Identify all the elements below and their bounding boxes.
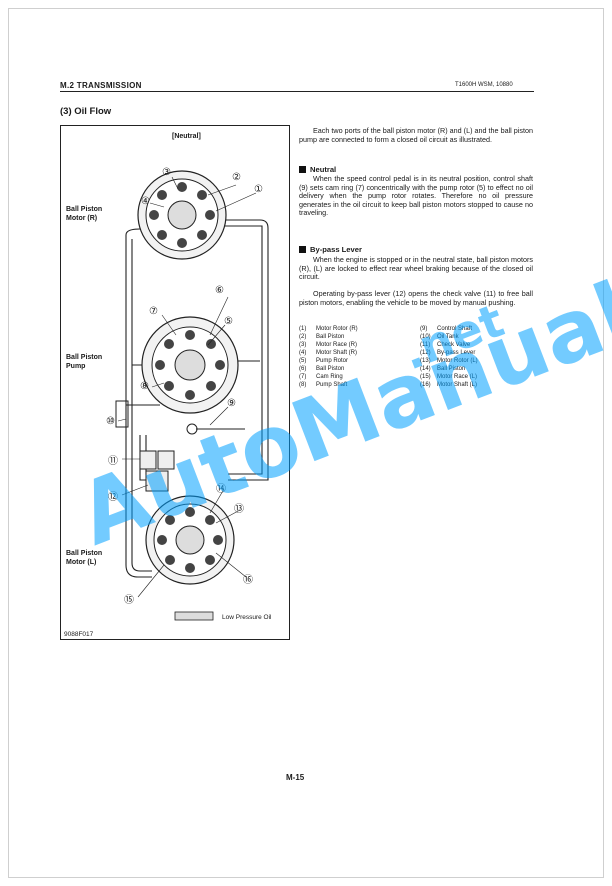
motor-r-group bbox=[137, 170, 227, 260]
callout-4: ④ bbox=[141, 196, 150, 207]
callout-8: ⑧ bbox=[140, 381, 149, 392]
part-item: (15)Motor Race (L) bbox=[420, 374, 478, 380]
bullet-icon bbox=[299, 166, 306, 173]
section-title: (3) Oil Flow bbox=[60, 106, 112, 117]
part-item: (2)Ball Piston bbox=[299, 334, 345, 340]
motor-l-group bbox=[145, 495, 235, 585]
part-item: (5)Pump Rotor bbox=[299, 358, 349, 364]
callout-7: ⑦ bbox=[149, 306, 158, 317]
intro-paragraph: Each two ports of the ball piston motor … bbox=[299, 126, 533, 144]
part-item: (4)Motor Shaft (R) bbox=[299, 350, 358, 356]
part-item: (14)Ball Piston bbox=[420, 366, 466, 372]
legend-swatch bbox=[174, 611, 214, 621]
figure-frame bbox=[60, 125, 290, 640]
figure-code: 9088F017 bbox=[64, 631, 94, 638]
callout-11: ⑪ bbox=[108, 456, 118, 467]
part-item: (12)By-pass Lever bbox=[420, 350, 476, 356]
bypass-paragraph-2: Operating by-pass lever (12) opens the c… bbox=[299, 289, 533, 307]
callout-3: ③ bbox=[162, 167, 171, 178]
callout-12: ⑫ bbox=[108, 492, 118, 503]
check-valve bbox=[139, 450, 175, 492]
header-rule bbox=[60, 91, 534, 92]
page-number: M-15 bbox=[286, 773, 305, 782]
part-item: (3)Motor Race (R) bbox=[299, 342, 358, 348]
oil-line-right bbox=[210, 219, 269, 481]
part-item: (16)Motor Shaft (L) bbox=[420, 382, 478, 388]
callout-6: ⑥ bbox=[215, 285, 224, 296]
oil-line-right-inner bbox=[210, 225, 263, 475]
part-item: (6)Ball Piston bbox=[299, 366, 345, 372]
part-item: (10)Oil Tank bbox=[420, 334, 459, 340]
callout-1: ① bbox=[254, 184, 263, 195]
page-border bbox=[8, 8, 604, 878]
part-item: (9)Control Shaft bbox=[420, 326, 473, 332]
bullet-icon bbox=[299, 246, 306, 253]
neutral-paragraph: When the speed control pedal is in its n… bbox=[299, 174, 533, 217]
part-item: (13)Motor Rotor (L) bbox=[420, 358, 478, 364]
bypass-heading: By-pass Lever bbox=[299, 245, 362, 254]
part-item: (11)Check Valve bbox=[420, 342, 471, 348]
callout-10: ⑩ bbox=[106, 416, 115, 427]
oil-flow-diagram bbox=[115, 170, 269, 621]
callout-15: ⑮ bbox=[124, 595, 134, 606]
pump-group bbox=[141, 316, 239, 414]
legend-label: Low Pressure Oil bbox=[222, 614, 272, 621]
callout-9: ⑨ bbox=[227, 398, 236, 409]
oil-tank bbox=[115, 400, 129, 428]
figure-title: [Neutral] bbox=[172, 133, 201, 140]
header-section: M.2 TRANSMISSION bbox=[60, 81, 142, 90]
bypass-paragraph-1: When the engine is stopped or in the neu… bbox=[299, 255, 533, 281]
part-item: (1)Motor Rotor (R) bbox=[299, 326, 358, 332]
neutral-heading: Neutral bbox=[299, 165, 336, 174]
callout-14: ⑭ bbox=[216, 484, 226, 495]
callout-16: ⑯ bbox=[243, 575, 253, 586]
callout-2: ② bbox=[232, 172, 241, 183]
part-item: (8)Pump Shaft bbox=[299, 382, 348, 388]
part-item: (7)Cam Ring bbox=[299, 374, 343, 380]
oil-line-left-inner bbox=[131, 239, 152, 572]
callout-13: ⑬ bbox=[234, 504, 244, 515]
oil-line-left bbox=[125, 235, 152, 578]
callout-5: ⑤ bbox=[224, 316, 233, 327]
header-model: T1600H WSM, 10880 bbox=[455, 82, 513, 88]
parts-list: (1)Motor Rotor (R) (9)Control Shaft (2)Ba… bbox=[299, 325, 533, 389]
